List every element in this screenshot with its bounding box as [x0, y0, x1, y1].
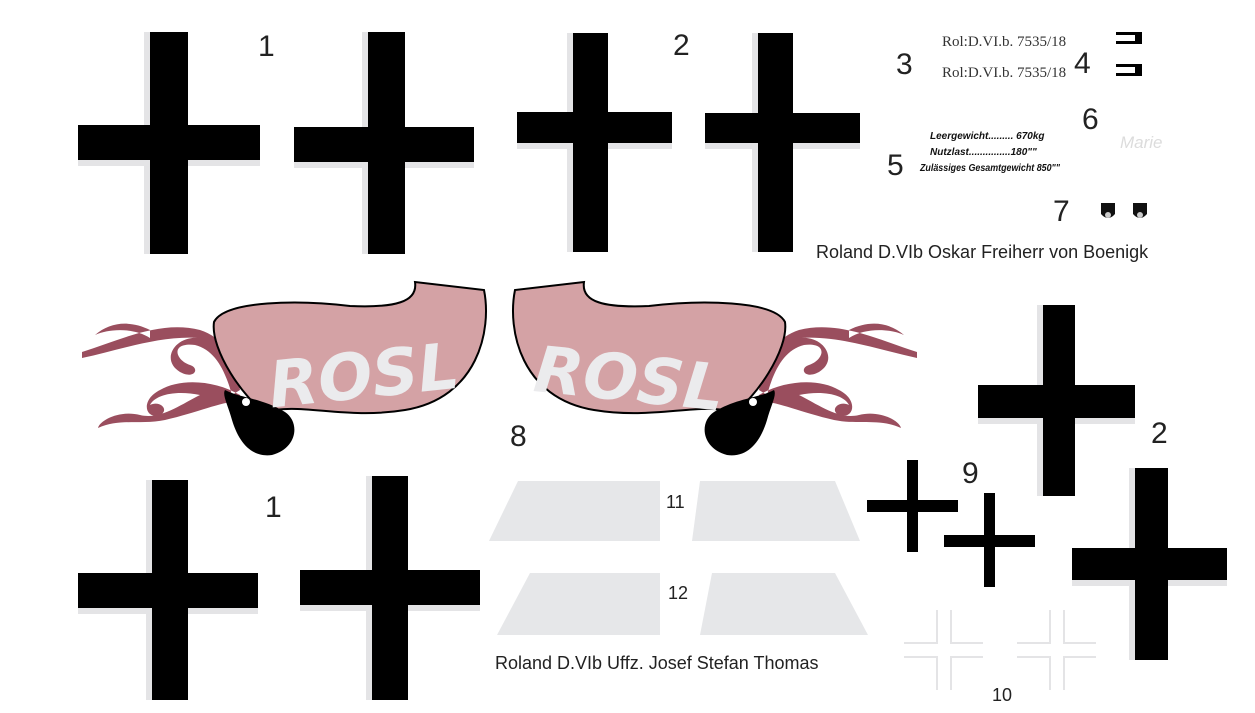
label-2-right: 2	[1151, 417, 1168, 450]
label-9: 9	[962, 457, 979, 490]
balkenkreuz-group	[78, 32, 1227, 700]
label-1-top: 1	[258, 30, 275, 63]
cross-horizontal-bar	[978, 385, 1135, 418]
cross-horizontal-bar	[705, 113, 860, 143]
weight-line-1: Leergewicht......... 670kg	[930, 131, 1045, 142]
panel-11-left	[489, 481, 660, 541]
outline-crosses-10	[904, 610, 1096, 690]
rosl-eye	[749, 398, 757, 406]
label-7: 7	[1053, 195, 1070, 228]
cross-horizontal-bar	[294, 127, 474, 162]
panel-11-right	[692, 481, 860, 541]
rosl-tentacle	[759, 323, 917, 428]
label-8: 8	[510, 420, 527, 453]
label-5: 5	[887, 149, 904, 182]
label-4: 4	[1074, 47, 1091, 80]
label-6: 6	[1082, 103, 1099, 136]
cross-horizontal-bar	[517, 112, 672, 143]
serial-number-2: Rol:D.VI.b. 7535/18	[942, 65, 1066, 81]
label-3: 3	[896, 48, 913, 81]
label-2-top: 2	[673, 29, 690, 62]
rosl-head	[704, 390, 775, 456]
rosl-decal-right: ROSL	[512, 280, 917, 456]
marking-4-icons	[1116, 32, 1142, 76]
label-10: 10	[992, 685, 1012, 705]
serial-number-1: Rol:D.VI.b. 7535/18	[942, 34, 1066, 50]
caption-boenigk: Roland D.VIb Oskar Freiherr von Boenigk	[816, 242, 1149, 262]
rosl-decal-left: ROSL	[82, 280, 487, 456]
shield-emblem-icons	[1101, 203, 1147, 218]
cross-horizontal-bar	[78, 573, 258, 608]
rosl-tentacle	[82, 323, 240, 428]
panel-decals	[489, 481, 868, 635]
weight-line-3: Zulässiges Gesamtgewicht 850""	[919, 163, 1060, 174]
weight-line-2: Nutzlast...............180""	[930, 147, 1037, 158]
panel-12-left	[497, 573, 660, 635]
caption-thomas: Roland D.VIb Uffz. Josef Stefan Thomas	[495, 653, 819, 673]
cross-horizontal-bar	[944, 535, 1035, 547]
rosl-eye	[242, 398, 250, 406]
name-marie: Marie	[1120, 133, 1163, 152]
panel-12-right	[700, 573, 868, 635]
label-12: 12	[668, 583, 688, 603]
rosl-head	[224, 390, 295, 456]
cross-horizontal-bar	[1072, 548, 1227, 580]
label-11: 11	[666, 492, 685, 512]
cross-horizontal-bar	[78, 125, 260, 160]
cross-horizontal-bar	[867, 500, 958, 512]
label-1-bottom: 1	[265, 491, 282, 524]
cross-horizontal-bar	[300, 570, 480, 605]
